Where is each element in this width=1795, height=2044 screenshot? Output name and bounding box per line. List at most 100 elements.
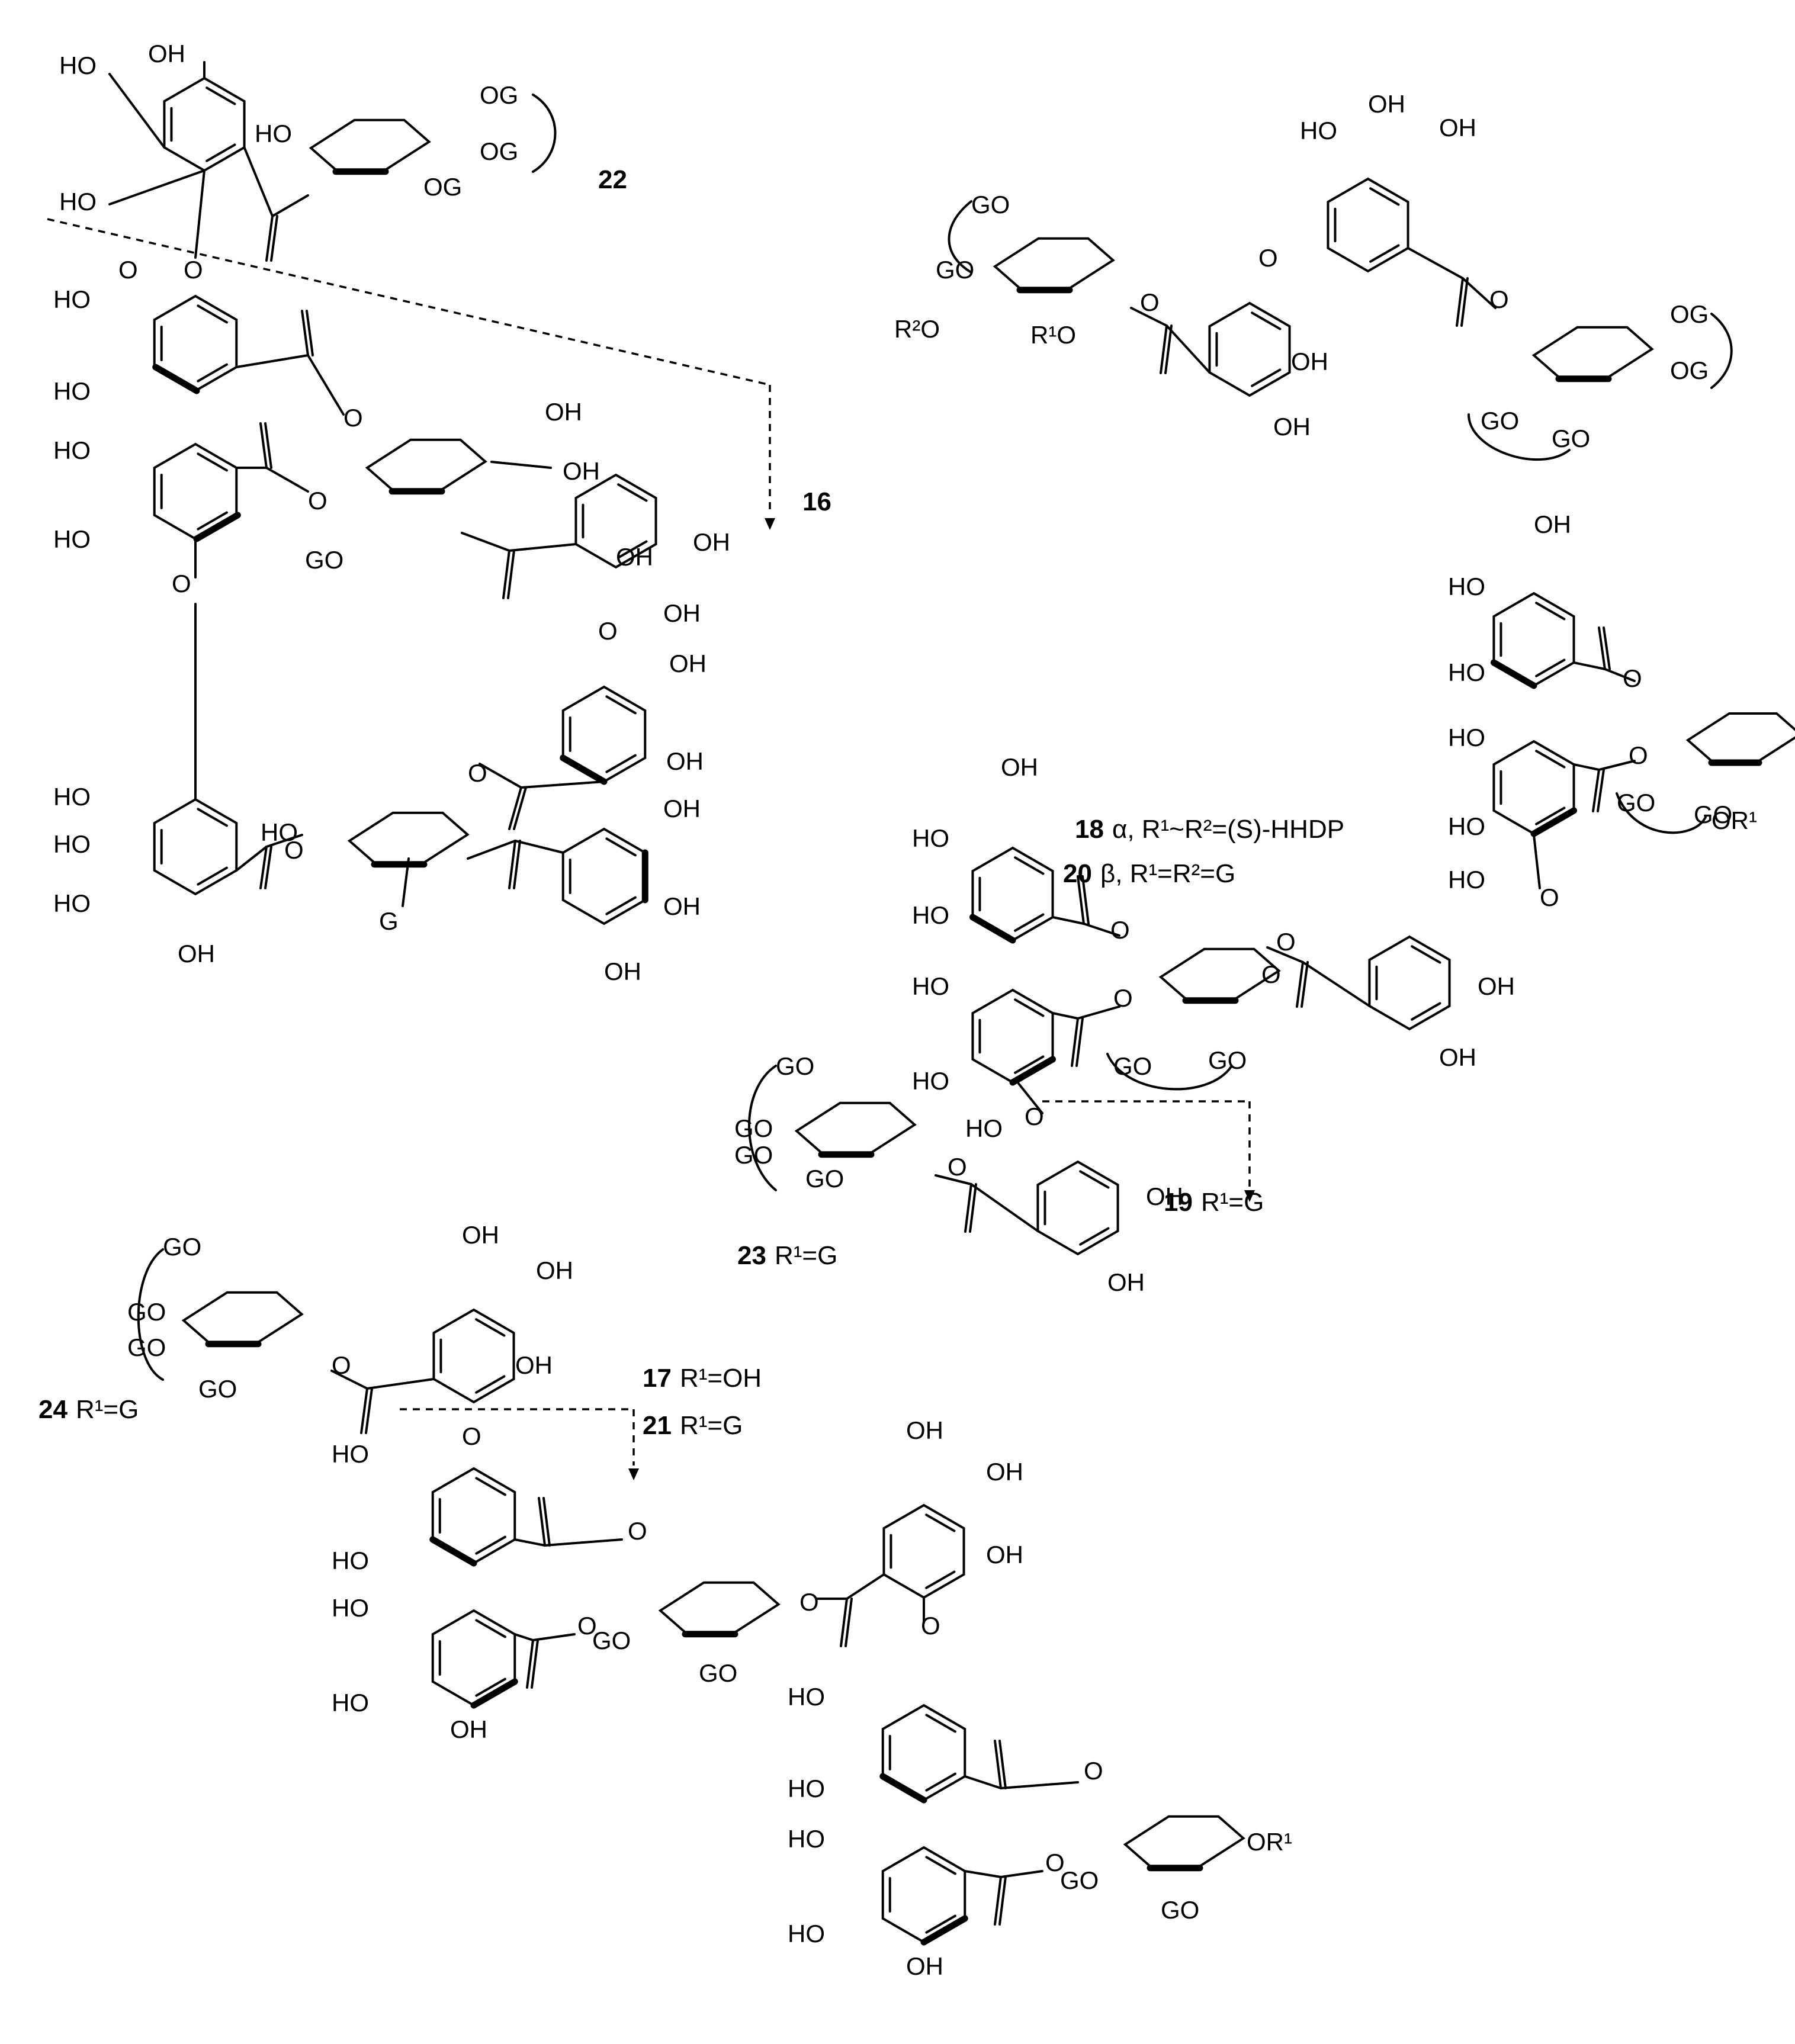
bond-line bbox=[306, 310, 314, 356]
bond-path bbox=[1616, 792, 1707, 834]
benzene-ring bbox=[153, 798, 238, 896]
bond-line bbox=[1077, 1005, 1120, 1020]
atom-label: OH bbox=[1439, 1043, 1476, 1071]
atom-label: GO bbox=[971, 191, 1010, 218]
atom-label: OG bbox=[1670, 356, 1709, 384]
atom-label: R¹O bbox=[1030, 321, 1076, 349]
bond-path bbox=[137, 1248, 164, 1381]
atom-label: HO bbox=[788, 1683, 825, 1711]
bond-line bbox=[475, 1318, 506, 1337]
atom-label: HO bbox=[332, 1547, 369, 1574]
bond-line bbox=[925, 1856, 956, 1875]
atom-label: HO bbox=[332, 1689, 369, 1717]
bond-line bbox=[1603, 626, 1611, 670]
bond-line bbox=[1460, 277, 1469, 327]
bond-line bbox=[969, 1183, 977, 1233]
atom-label: GO bbox=[734, 1114, 773, 1142]
atom-label: OH bbox=[663, 795, 701, 822]
bond-line bbox=[1462, 277, 1497, 309]
bond-line bbox=[1302, 961, 1371, 1007]
atom-label: OH bbox=[1146, 1182, 1183, 1210]
atom-label: OH bbox=[1001, 753, 1038, 781]
bond-line bbox=[1081, 875, 1090, 925]
bond-line bbox=[1535, 806, 1566, 825]
bond-line bbox=[605, 896, 637, 915]
atom-label: HO bbox=[53, 525, 91, 553]
atom-label: O bbox=[1113, 984, 1133, 1012]
bond-line bbox=[925, 1513, 956, 1532]
bond-line bbox=[1572, 763, 1600, 771]
bond-path bbox=[1106, 1053, 1233, 1091]
bond-line bbox=[964, 1183, 972, 1233]
bond-line bbox=[1411, 1002, 1441, 1021]
bond-line bbox=[1266, 946, 1304, 963]
atom-label: O bbox=[1258, 244, 1278, 272]
bond-line bbox=[1014, 1055, 1045, 1074]
sugar-ring bbox=[347, 811, 470, 864]
bond-line bbox=[1533, 834, 1541, 889]
atom-label: GO bbox=[163, 1233, 201, 1261]
bond-path bbox=[948, 200, 972, 274]
arrow-head bbox=[765, 518, 775, 530]
bond-line bbox=[1597, 769, 1605, 812]
bond-line bbox=[307, 354, 345, 416]
atom-label: OG bbox=[423, 173, 462, 201]
bond-line bbox=[1014, 913, 1045, 932]
bond-line bbox=[840, 1598, 848, 1647]
atom-label: GO bbox=[592, 1627, 631, 1654]
atom-label: OH bbox=[663, 599, 701, 627]
bond-line bbox=[475, 1375, 506, 1394]
bond-line bbox=[365, 1387, 373, 1434]
bond-line bbox=[402, 857, 410, 907]
sugar-ring bbox=[658, 1581, 781, 1634]
sugar-ring bbox=[365, 438, 487, 491]
atom-label: OH bbox=[462, 1221, 499, 1249]
bond-line bbox=[1130, 307, 1168, 327]
atom-label: OG bbox=[1670, 300, 1709, 328]
bond-path bbox=[748, 1065, 777, 1191]
bond-line bbox=[1407, 247, 1464, 279]
bond-line bbox=[475, 1477, 506, 1496]
atom-label: OH bbox=[616, 543, 653, 571]
bond-line bbox=[1000, 1870, 1043, 1878]
bond-line bbox=[265, 215, 274, 262]
benzene-ring bbox=[163, 76, 246, 172]
bond-line bbox=[879, 1773, 927, 1804]
bond-line bbox=[243, 146, 274, 217]
bond-line bbox=[605, 837, 637, 857]
atom-label: HO bbox=[53, 377, 91, 405]
bond-line bbox=[1456, 277, 1464, 327]
atom-label: HO bbox=[1448, 573, 1485, 600]
bond-line bbox=[502, 549, 510, 599]
atom-label: O bbox=[1623, 664, 1642, 692]
atom-label: OH bbox=[604, 957, 641, 985]
atom-label: OR¹ bbox=[1247, 1828, 1292, 1856]
atom-label: O bbox=[118, 256, 138, 284]
atom-label: O bbox=[343, 404, 363, 432]
atom-label: O bbox=[1540, 883, 1559, 911]
bond-line bbox=[301, 310, 309, 356]
bond-line bbox=[475, 1619, 506, 1638]
compound-22-number: 22 bbox=[598, 165, 627, 194]
bond-line bbox=[1079, 1170, 1110, 1189]
atom-label: HO bbox=[1448, 658, 1485, 686]
benzene-ring bbox=[1208, 301, 1291, 397]
bond-line bbox=[998, 1876, 1007, 1926]
bond-line bbox=[194, 169, 205, 259]
bond-line bbox=[513, 840, 521, 889]
atom-label: O bbox=[1084, 1757, 1103, 1785]
atom-label: OH bbox=[669, 650, 707, 677]
atom-label: HO bbox=[912, 824, 949, 852]
atom-label: HO bbox=[912, 1067, 949, 1095]
bond-line bbox=[1604, 668, 1636, 682]
atom-label: O bbox=[1140, 288, 1160, 316]
bond-line bbox=[925, 1570, 956, 1589]
atom-label: HO bbox=[53, 783, 91, 811]
atom-label: O bbox=[799, 1588, 819, 1616]
benzene-ring bbox=[1368, 935, 1451, 1031]
bond-line bbox=[1369, 187, 1400, 206]
bond-line bbox=[1535, 658, 1566, 677]
